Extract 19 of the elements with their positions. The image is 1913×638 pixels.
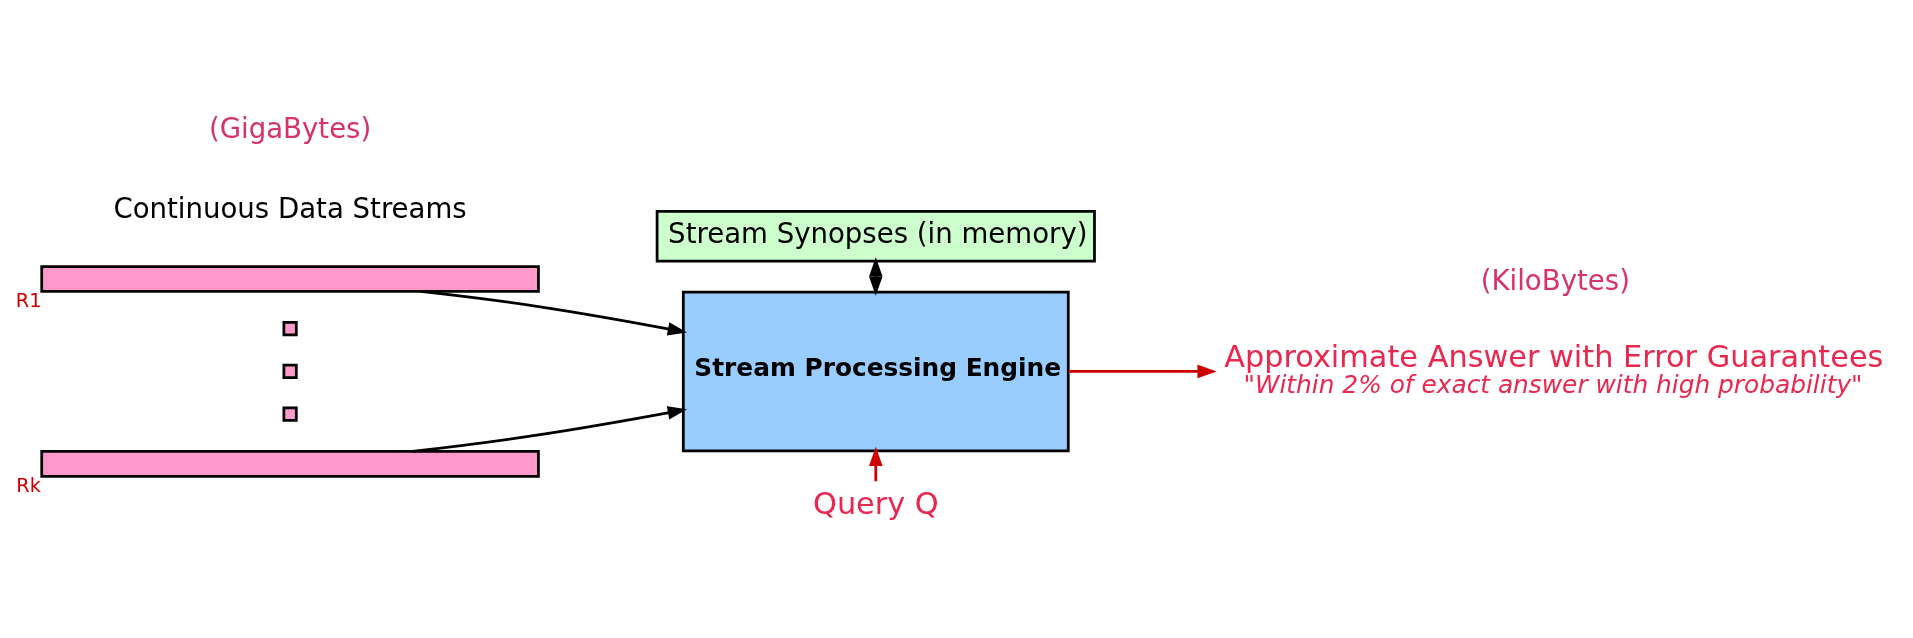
node-label: R1: [15, 288, 42, 312]
arrow: [1068, 364, 1217, 379]
label: Continuous Data Streams: [113, 192, 467, 226]
label: (KiloBytes): [1480, 264, 1630, 298]
node-label: Rk: [16, 473, 41, 497]
node-bar: [40, 450, 540, 478]
label: (GigaBytes): [208, 112, 372, 146]
node-text: Query Q: [813, 486, 939, 522]
arrow: [869, 257, 883, 296]
node-box: Stream Processing Engine: [681, 290, 1070, 453]
node-box: [282, 363, 298, 379]
arrow: [869, 446, 883, 482]
node-box: Stream Synopses (in memory): [655, 210, 1096, 263]
node-box: [282, 321, 298, 337]
node-text: Approximate Answer with Error Guarantees "Within 2% of exact answer with high probability": [1224, 338, 1884, 399]
arrow: [412, 406, 688, 453]
node-bar: [40, 265, 540, 293]
arrow: [420, 290, 688, 336]
node-box: [282, 406, 298, 422]
